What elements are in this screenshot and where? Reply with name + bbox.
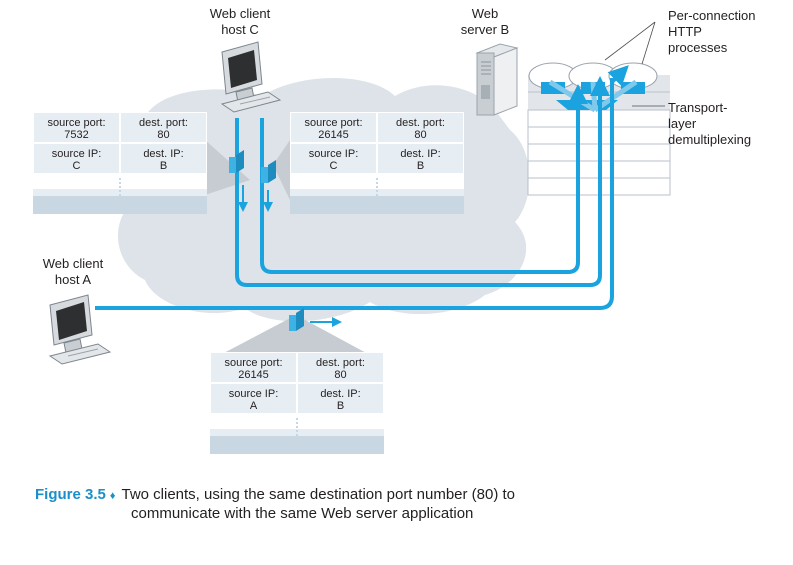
processes-label-line: Per-connection (668, 8, 756, 23)
diamond-bullet: ♦ (109, 490, 116, 502)
segment-icon (229, 150, 244, 173)
callout-wedge-c2 (273, 140, 290, 200)
source-ip-label: source IP: (308, 147, 359, 160)
callout-wedge-a (220, 315, 370, 355)
source-ip-label: source IP: (51, 147, 102, 160)
server-b-label: Web server B (455, 6, 515, 38)
source-ip-value: C (72, 159, 81, 172)
dest-ip-value: B (159, 159, 168, 172)
caption-line: communicate with the same Web server app… (131, 505, 474, 522)
source-port-label: source port: (47, 116, 106, 129)
demux-label-line: layer (668, 116, 697, 131)
connection-a (95, 78, 614, 310)
dest-port-value: 80 (414, 128, 427, 141)
segment-header-a: source port: 26145 dest. port: 80 source… (210, 352, 384, 454)
source-ip-value: C (329, 159, 338, 172)
dest-port-label: dest. port: (396, 116, 445, 129)
demux-label-line: demultiplexing (668, 132, 752, 147)
dest-port-label: dest. port: (316, 356, 365, 369)
dest-port-value: 80 (157, 128, 170, 141)
processes-label: Per-connection HTTP processes (668, 8, 755, 56)
segment-header-c2: source port: 26145 dest. port: 80 source… (290, 112, 464, 214)
demux-label: Transport- layer demultiplexing (668, 100, 751, 148)
header-grid (33, 112, 207, 214)
source-port-label: source port: (304, 116, 363, 129)
client-a-label-line: host A (54, 272, 92, 287)
client-a-label-line: Web client (42, 256, 104, 271)
dest-port-label: dest. port: (139, 116, 188, 129)
header-grid (290, 112, 464, 214)
figure-number: Figure 3.5 (35, 486, 106, 503)
source-port-value: 26145 (318, 128, 349, 141)
segment-icon (261, 160, 276, 183)
computer-icon (220, 41, 282, 113)
client-a-label: Web client host A (28, 256, 118, 288)
client-c-label-line: Web client (209, 6, 271, 21)
connection-a-head (607, 65, 629, 87)
processes-pointer (604, 21, 656, 61)
connection-c1 (235, 76, 610, 287)
processes-pointer (641, 21, 656, 65)
demux-label-line: Transport- (668, 100, 728, 115)
client-c-label: Web client host C (195, 6, 285, 38)
header-grid (210, 352, 384, 454)
client-c-label-line: host C (221, 22, 259, 37)
dest-ip-label: dest. IP: (400, 147, 441, 160)
computer-icon (48, 294, 112, 365)
processes-label-line: processes (668, 40, 728, 55)
dest-port-value: 80 (334, 368, 347, 381)
server-tower-icon (475, 43, 519, 116)
processes-label-line: HTTP (668, 24, 702, 39)
dest-ip-label: dest. IP: (143, 147, 184, 160)
source-port-label: source port: (224, 356, 283, 369)
segment-icon (289, 308, 304, 331)
segment-header-c1: source port: 7532 dest. port: 80 source … (33, 112, 207, 214)
caption-line: Two clients, using the same destination … (121, 486, 516, 503)
server-b-label-line: Web (471, 6, 499, 21)
dest-ip-label: dest. IP: (320, 387, 361, 400)
figure-caption: Figure 3.5♦ Two clients, using the same d… (35, 486, 515, 523)
connection-c2 (260, 84, 588, 274)
source-port-value: 7532 (64, 128, 89, 141)
dest-ip-value: B (336, 399, 345, 412)
source-port-value: 26145 (238, 368, 269, 381)
source-ip-value: A (249, 399, 258, 412)
dest-ip-value: B (416, 159, 425, 172)
server-b-label-line: server B (460, 22, 510, 37)
source-ip-label: source IP: (228, 387, 279, 400)
